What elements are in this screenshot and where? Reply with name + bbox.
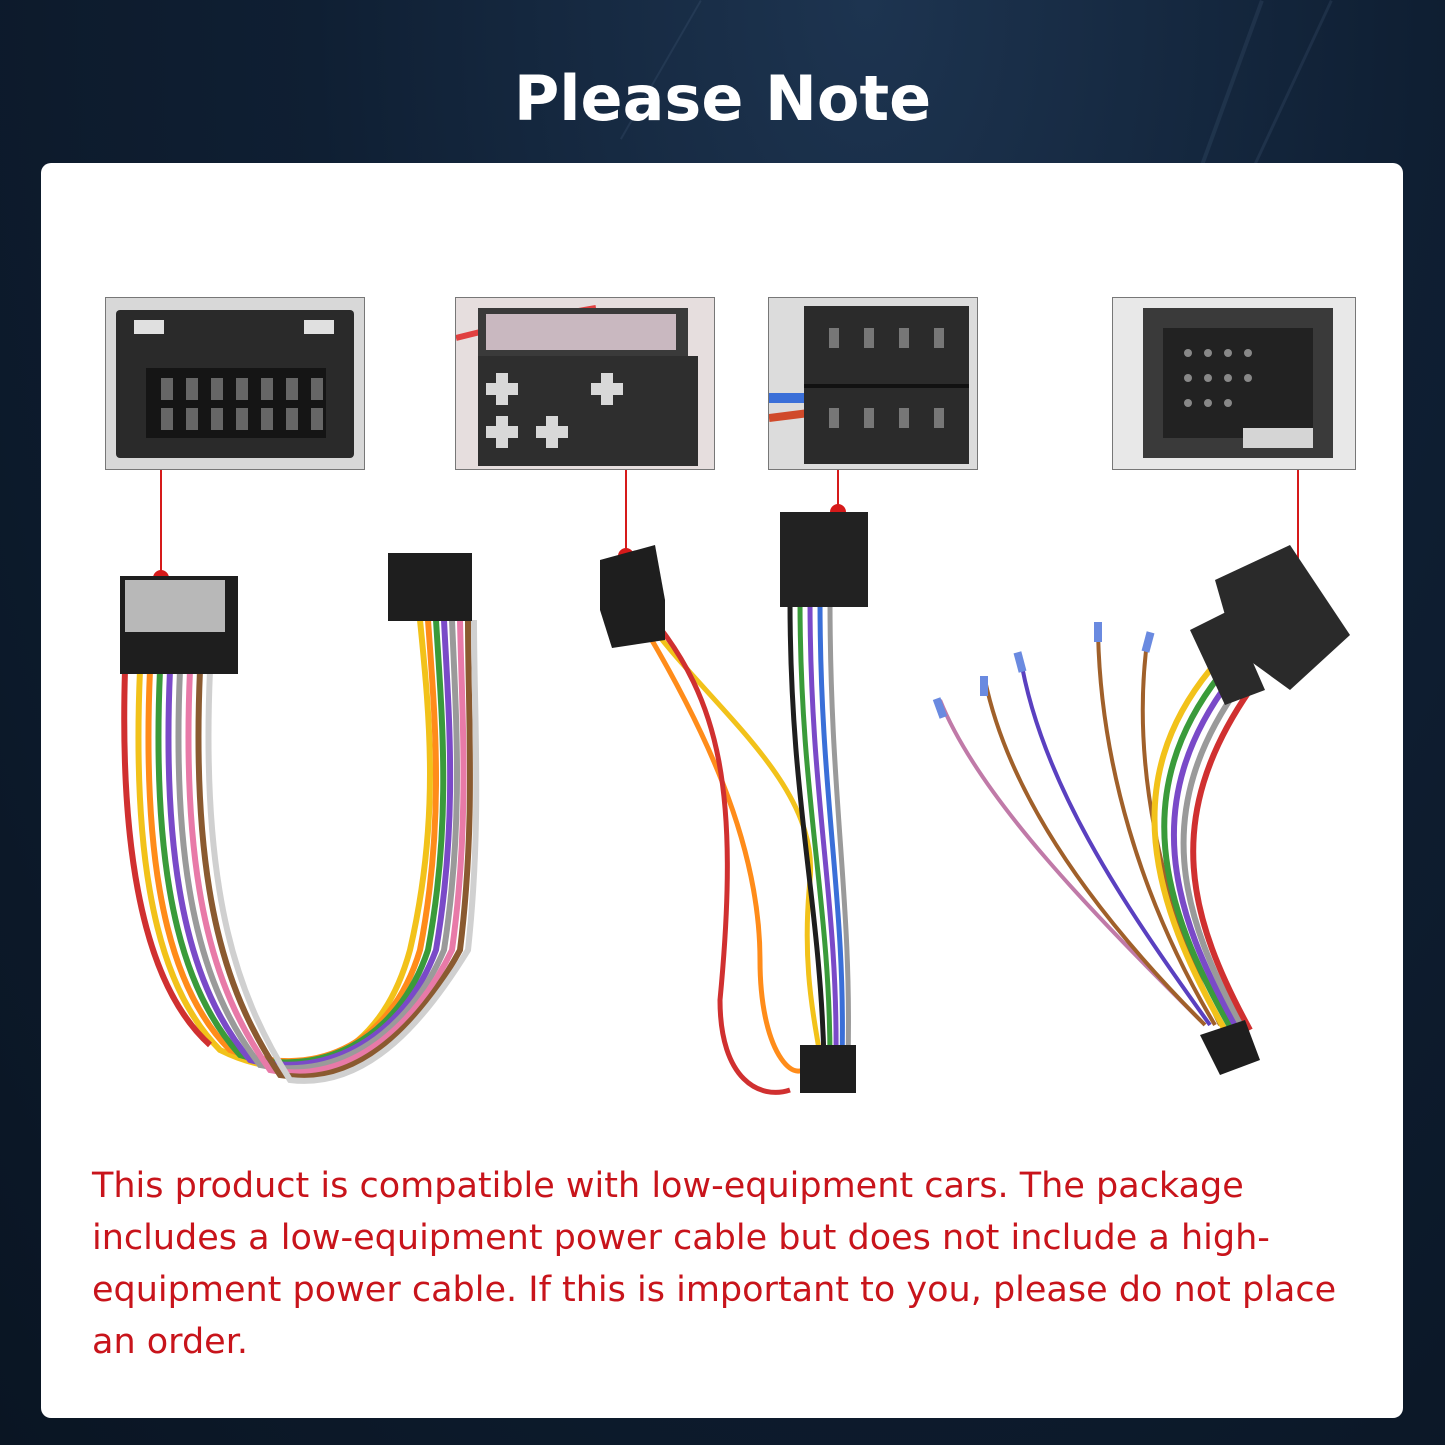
callout-lines	[153, 470, 1306, 586]
connector-photo-4	[1112, 297, 1356, 470]
compatibility-note: This product is compatible with low-equi…	[92, 1166, 1337, 1362]
extension-cable	[121, 619, 480, 1084]
connector-photo-3	[768, 297, 978, 470]
y-cable	[637, 599, 851, 1095]
connector-photo-1	[105, 297, 365, 470]
connector-photo-2	[455, 297, 715, 470]
page-title: Please Note	[513, 62, 932, 135]
